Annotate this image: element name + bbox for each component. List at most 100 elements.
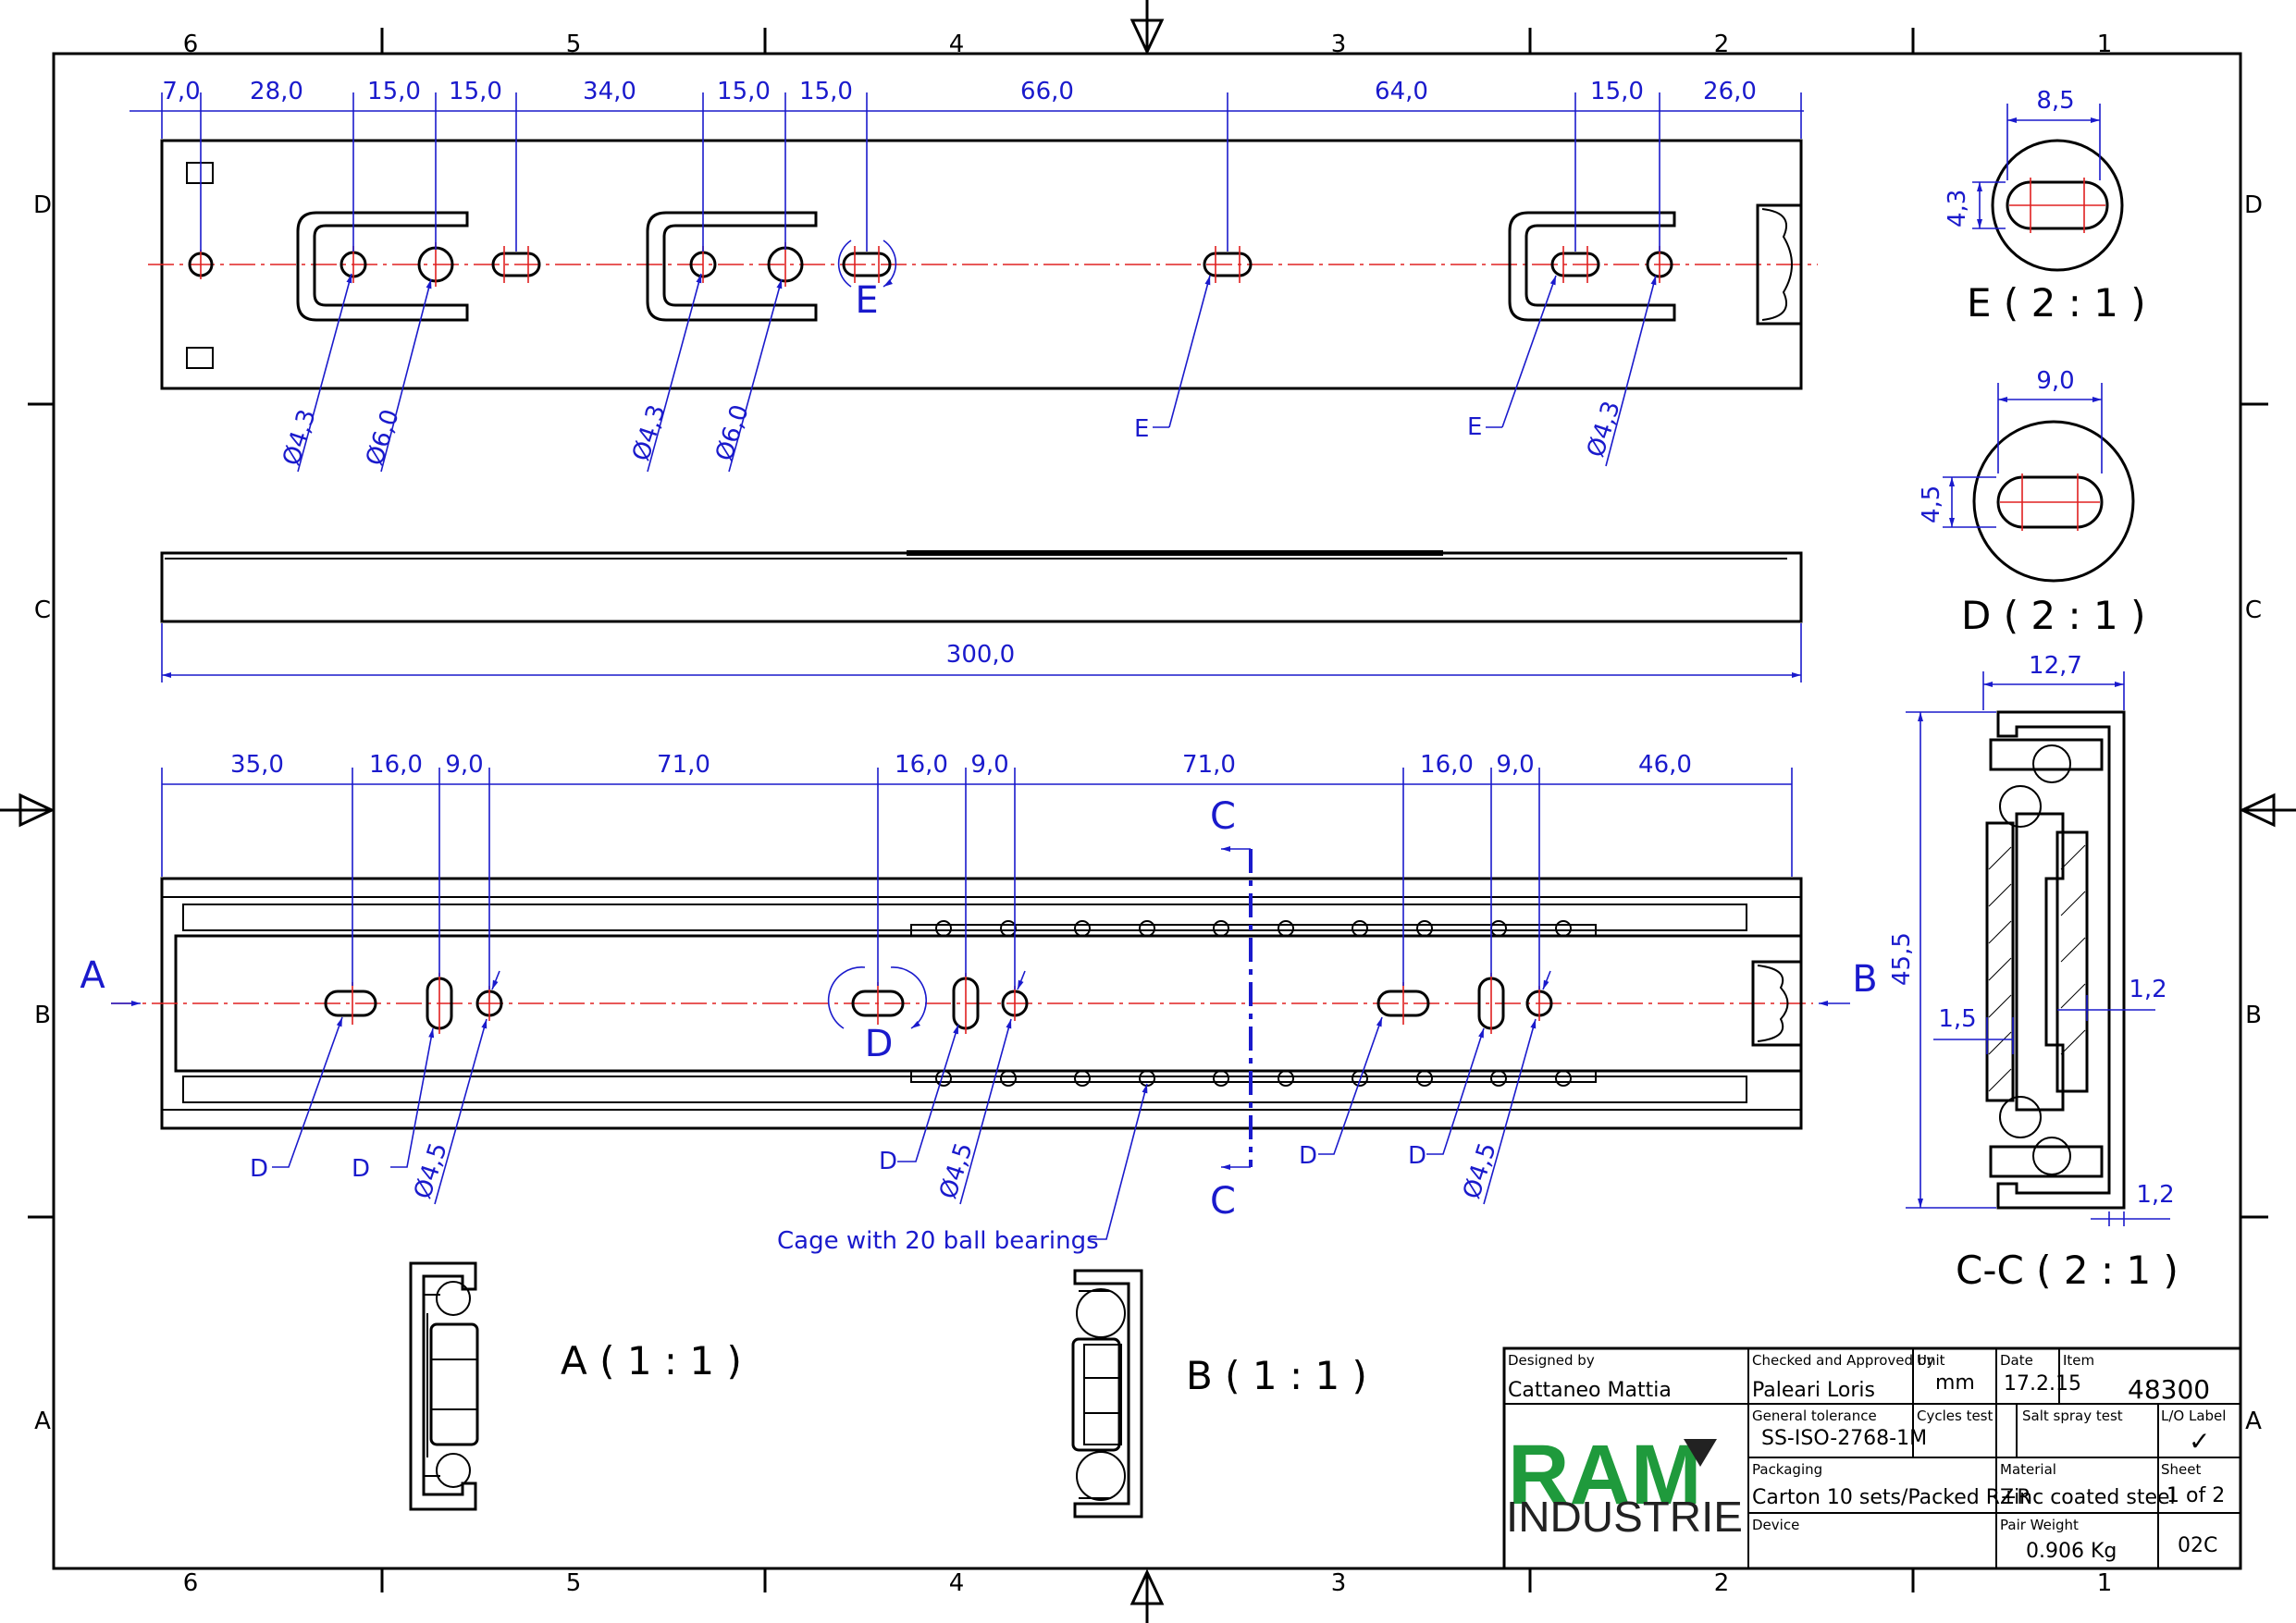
- dim-top-10: 26,0: [1703, 78, 1757, 105]
- detail-label-bottom-1: D: [352, 1155, 370, 1183]
- ram-industrie-logo: RAM INDUSTRIE: [1506, 1428, 1743, 1541]
- tb-tolerance-label: General tolerance: [1752, 1408, 1877, 1424]
- dim-top-0: 7,0: [162, 78, 200, 105]
- dim-top-6: 15,0: [799, 78, 853, 105]
- detail-d-height: 4,5: [1918, 486, 1945, 523]
- dim-top-3: 15,0: [449, 78, 502, 105]
- tb-packaging-label: Packaging: [1752, 1461, 1822, 1478]
- dim-length: 300,0: [946, 641, 1015, 669]
- view-arrow-b: B: [1852, 958, 1877, 1001]
- zone-col-5-bottom: 5: [566, 1569, 582, 1597]
- tb-material-label: Material: [2000, 1461, 2056, 1478]
- section-cc-view: 12,7 45,5 1,5 1,2 1,2 C-C ( 2 : 1 ): [1888, 652, 2179, 1293]
- tb-unit-value: mm: [1935, 1371, 1975, 1395]
- dim-bottom-6: 71,0: [1182, 751, 1236, 779]
- section-cc-t3: 1,2: [2136, 1181, 2174, 1209]
- tb-checked-value: Paleari Loris: [1752, 1379, 1875, 1402]
- view-arrow-a: A: [80, 954, 105, 997]
- detail-d-title: D ( 2 : 1 ): [1961, 593, 2145, 638]
- tb-material-value: Zinc coated steel: [2000, 1486, 2176, 1509]
- zone-col-4: 4: [949, 31, 965, 58]
- section-mark-bottom: C: [1210, 1180, 1236, 1223]
- tb-weight-label: Pair Weight: [2000, 1517, 2079, 1533]
- tb-item-value: 48300: [2128, 1374, 2210, 1405]
- tb-sheet-label: Sheet: [2161, 1461, 2201, 1478]
- section-cc-t1: 1,5: [1938, 1005, 1976, 1033]
- tb-cycles-label: Cycles test: [1917, 1408, 1994, 1424]
- zone-row-d: D: [33, 191, 52, 219]
- section-cc-title: C-C ( 2 : 1 ): [1956, 1248, 2179, 1293]
- zone-col-1: 1: [2097, 31, 2113, 58]
- dim-bottom-7: 16,0: [1420, 751, 1474, 779]
- hole-label-bottom-0: Ø4,5: [409, 1139, 453, 1202]
- dim-bottom-3: 71,0: [657, 751, 710, 779]
- tb-packaging-value: Carton 10 sets/Packed R+R: [1752, 1486, 2031, 1509]
- hole-label-top-2: Ø4,3: [627, 401, 672, 464]
- tb-salt-label: Salt spray test: [2022, 1408, 2123, 1424]
- view-a-title: A ( 1 : 1 ): [561, 1338, 742, 1383]
- tb-tolerance-value: SS-ISO-2768-1M: [1761, 1427, 1927, 1450]
- section-mark-top: C: [1210, 795, 1236, 838]
- zone-col-5: 5: [566, 31, 582, 58]
- detail-label-bottom-3: D: [1299, 1142, 1317, 1170]
- zone-row-c: C: [34, 596, 51, 624]
- dim-bottom-2: 9,0: [445, 751, 483, 779]
- hole-label-top-4: Ø4,3: [1582, 398, 1626, 461]
- logo-ram: RAM: [1508, 1428, 1702, 1522]
- detail-e-marker: E: [855, 279, 878, 322]
- detail-d-width: 9,0: [2036, 367, 2074, 395]
- title-block: Designed by Cattaneo Mattia Checked and …: [1502, 1346, 2242, 1570]
- zone-col-4-bottom: 4: [949, 1569, 965, 1597]
- section-cc-height: 45,5: [1888, 932, 1916, 986]
- zone-labels: 6 5 4 3 2 1 6 5 4 3 2 1 D C B A D C B A: [33, 31, 2263, 1597]
- dim-bottom-0: 35,0: [230, 751, 284, 779]
- logo-industrie: INDUSTRIE: [1506, 1493, 1743, 1541]
- detail-d-view: 9,0 4,5 D ( 2 : 1 ): [1918, 367, 2145, 638]
- detail-label-top-1: E: [1467, 413, 1482, 441]
- view-a: A ( 1 : 1 ): [409, 1261, 742, 1511]
- zone-col-2: 2: [1714, 31, 1730, 58]
- dim-top-4: 34,0: [583, 78, 636, 105]
- view-b-title: B ( 1 : 1 ): [1186, 1353, 1367, 1398]
- side-view: 300,0: [160, 550, 1803, 682]
- dim-bottom-9: 46,0: [1638, 751, 1692, 779]
- tb-unit-label: Unit: [1917, 1352, 1945, 1369]
- dim-top-1: 28,0: [250, 78, 303, 105]
- tb-date-label: Date: [2000, 1352, 2033, 1369]
- zone-col-6: 6: [183, 31, 199, 58]
- top-view-dimensions: 7,0 28,0 15,0 15,0 34,0 15,0 15,0 66,0 6…: [130, 78, 1804, 473]
- zone-col-6-bottom: 6: [183, 1569, 199, 1597]
- bottom-view-dimensions: 35,0 16,0 9,0 71,0 16,0 9,0 71,0 16,0 9,…: [161, 751, 1793, 1255]
- cage-note: Cage with 20 ball bearings: [777, 1227, 1099, 1255]
- tb-rev-value: 02C: [2178, 1534, 2217, 1557]
- detail-label-bottom-4: D: [1408, 1142, 1426, 1170]
- zone-row-b-right: B: [2245, 1002, 2262, 1029]
- bottom-view: D A B C C: [80, 795, 1877, 1223]
- view-b: B ( 1 : 1 ): [1071, 1269, 1367, 1518]
- section-cc-t2: 1,2: [2129, 976, 2166, 1003]
- tb-checked-label: Checked and Approved by: [1752, 1352, 1934, 1369]
- tb-date-value: 17.2.15: [2004, 1372, 2081, 1396]
- detail-d-marker: D: [865, 1023, 894, 1065]
- dim-bottom-5: 9,0: [970, 751, 1008, 779]
- zone-col-2-bottom: 2: [1714, 1569, 1730, 1597]
- tb-lo-mark: ✓: [2189, 1426, 2210, 1457]
- hole-label-bottom-1: Ø4,5: [934, 1139, 979, 1202]
- top-view: E: [148, 139, 1818, 390]
- detail-label-top-0: E: [1134, 415, 1149, 443]
- hole-label-top-3: Ø6,0: [710, 401, 755, 464]
- zone-row-d-right: D: [2244, 191, 2263, 219]
- tb-sheet-value: 1 of 2: [2166, 1484, 2225, 1507]
- hole-label-top-0: Ø4,3: [278, 406, 322, 469]
- detail-e-width: 8,5: [2036, 87, 2074, 115]
- tb-weight-value: 0.906 Kg: [2026, 1540, 2117, 1563]
- zone-row-c-right: C: [2245, 596, 2262, 624]
- dim-bottom-4: 16,0: [895, 751, 948, 779]
- zone-row-b: B: [34, 1002, 51, 1029]
- dim-bottom-1: 16,0: [369, 751, 423, 779]
- dim-top-9: 15,0: [1590, 78, 1644, 105]
- detail-e-height: 4,3: [1944, 190, 1971, 227]
- zone-col-3-bottom: 3: [1331, 1569, 1347, 1597]
